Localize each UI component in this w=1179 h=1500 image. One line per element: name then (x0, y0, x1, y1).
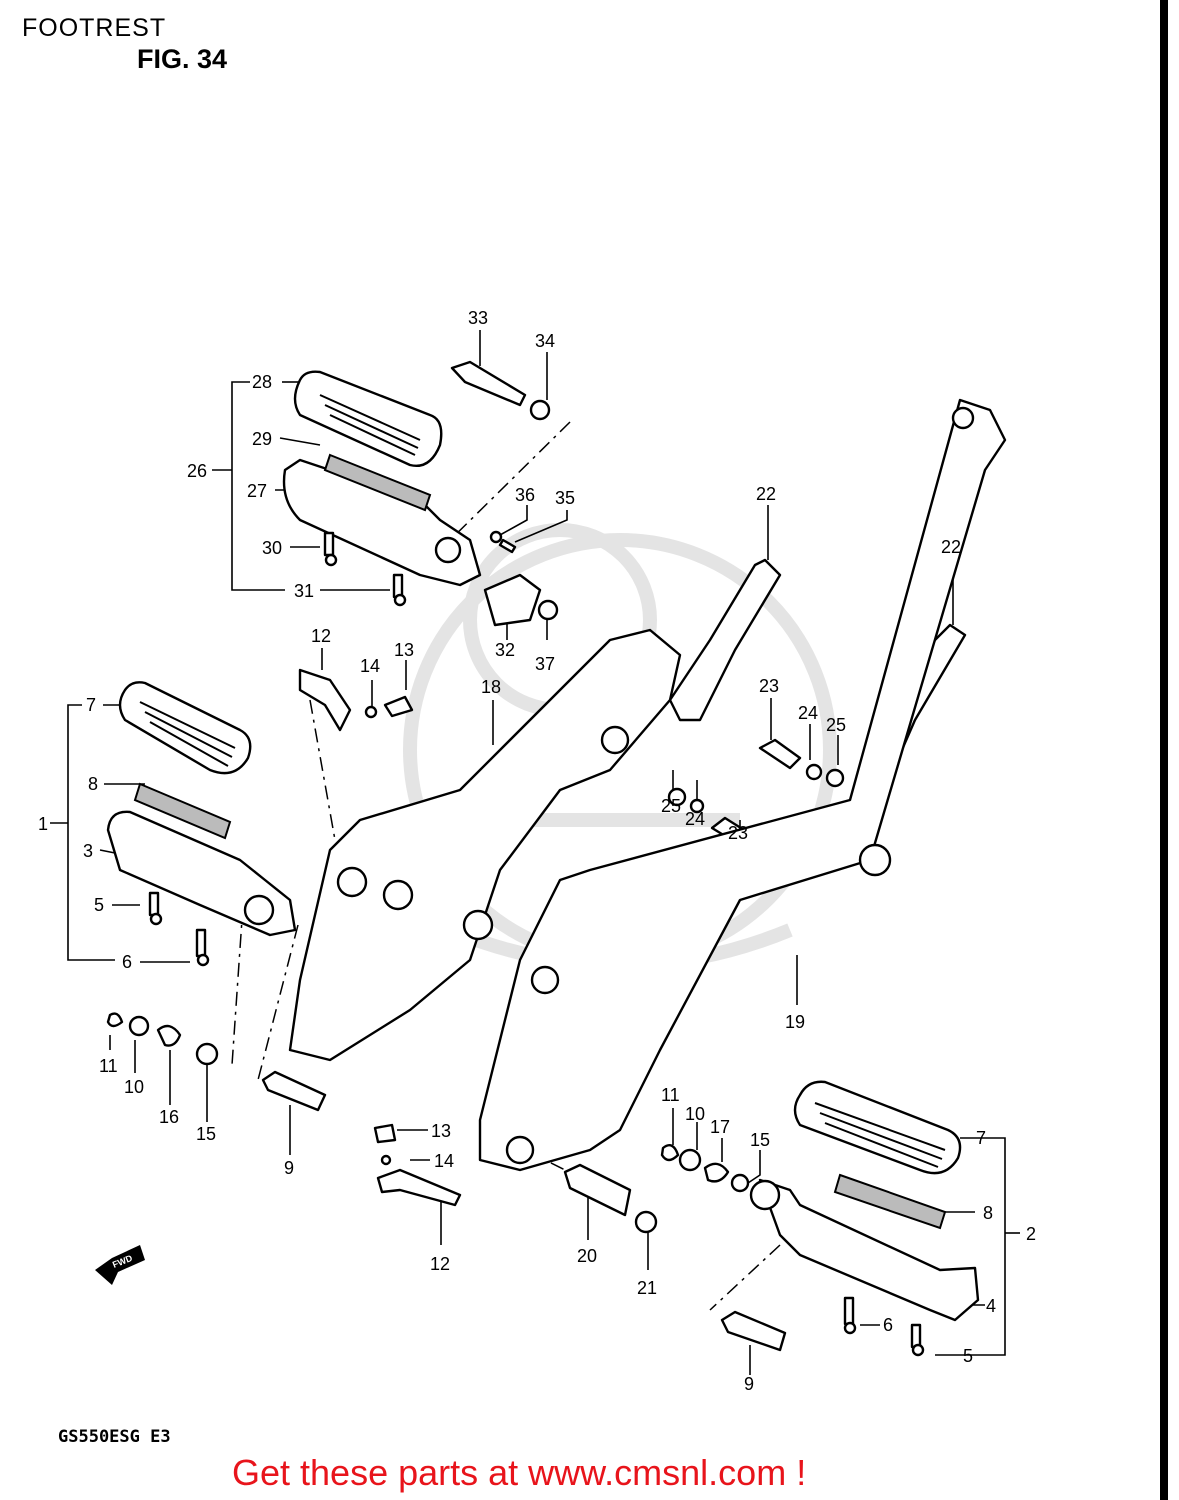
right-border (1160, 0, 1168, 1500)
callout-14-top: 14 (360, 656, 380, 676)
footrest-right (758, 1178, 980, 1322)
callout-12-top: 12 (311, 626, 331, 646)
callout-24-bottom: 24 (685, 809, 705, 829)
callout-19: 19 (785, 1012, 805, 1032)
callout-16: 16 (159, 1107, 179, 1127)
washer-34 (529, 399, 551, 421)
footrest-rubber-rear (293, 370, 443, 467)
figure-number: FIG. 34 (137, 44, 228, 74)
callout-25-bottom: 25 (661, 796, 681, 816)
callout-34: 34 (535, 331, 555, 351)
callout-23-bottom: 23 (728, 823, 748, 843)
callout-14-bottom: 14 (434, 1151, 454, 1171)
callout-33: 33 (468, 308, 488, 328)
callout-8-right: 8 (983, 1203, 993, 1223)
callout-36: 36 (515, 485, 535, 505)
callout-23-top: 23 (759, 676, 779, 696)
callout-15-left: 15 (196, 1124, 216, 1144)
footrest-rubber-right (793, 1080, 962, 1175)
callout-9-left: 9 (284, 1158, 294, 1178)
callout-29: 29 (252, 429, 272, 449)
callout-18: 18 (481, 677, 501, 697)
promo-link[interactable]: Get these parts at www.cmsnl.com ! (232, 1452, 807, 1493)
callout-8-left: 8 (88, 774, 98, 794)
cap-32 (483, 573, 542, 627)
callout-3: 3 (83, 841, 93, 861)
callout-11-left: 11 (99, 1056, 118, 1076)
callout-6-left: 6 (122, 952, 132, 972)
callout-26: 26 (187, 461, 207, 481)
callout-10-left: 10 (124, 1077, 144, 1097)
diagram-title: FOOTREST (22, 14, 167, 42)
callout-28: 28 (252, 372, 272, 392)
callout-13-bottom: 13 (431, 1121, 451, 1141)
callout-9-right: 9 (744, 1374, 754, 1394)
pivot-bolt-33 (450, 360, 527, 407)
footrest-bracket-18 (288, 628, 682, 1062)
footrest-bracket-19 (478, 398, 1007, 1172)
callout-22-right: 22 (941, 537, 961, 557)
callout-17: 17 (710, 1117, 730, 1137)
model-code: GS550ESG E3 (58, 1427, 171, 1447)
callout-30: 30 (262, 538, 282, 558)
callout-5-right: 5 (963, 1346, 973, 1366)
callout-1: 1 (38, 814, 48, 834)
callout-32: 32 (495, 640, 515, 660)
footrest-rubber-left (118, 681, 252, 775)
callout-35: 35 (555, 488, 575, 508)
callout-4: 4 (986, 1296, 996, 1316)
footrest-rear (282, 458, 482, 587)
callout-6-right: 6 (883, 1315, 893, 1335)
callout-20: 20 (577, 1246, 597, 1266)
callout-24-top: 24 (798, 703, 818, 723)
callout-11-right: 11 (661, 1085, 680, 1105)
callout-37: 37 (535, 654, 555, 674)
callout-21: 21 (637, 1278, 657, 1298)
callout-10-right: 10 (685, 1104, 705, 1124)
bracket-22-left (668, 558, 782, 722)
fwd-arrow-icon: FWD (95, 1245, 145, 1285)
callout-22-left: 22 (756, 484, 776, 504)
callout-15-right: 15 (750, 1130, 770, 1150)
callout-31: 31 (294, 581, 314, 601)
callout-2: 2 (1026, 1224, 1036, 1244)
callout-27: 27 (247, 481, 267, 501)
callout-5-left: 5 (94, 895, 104, 915)
callout-12-bottom: 12 (430, 1254, 450, 1274)
callout-25-top: 25 (826, 715, 846, 735)
callout-13-top: 13 (394, 640, 414, 660)
callout-labels: 33 34 28 29 26 27 36 35 30 31 32 37 22 2… (38, 308, 1036, 1394)
callout-7-left: 7 (86, 695, 96, 715)
callout-7-right: 7 (976, 1128, 986, 1148)
parts: FWD (95, 360, 1007, 1357)
